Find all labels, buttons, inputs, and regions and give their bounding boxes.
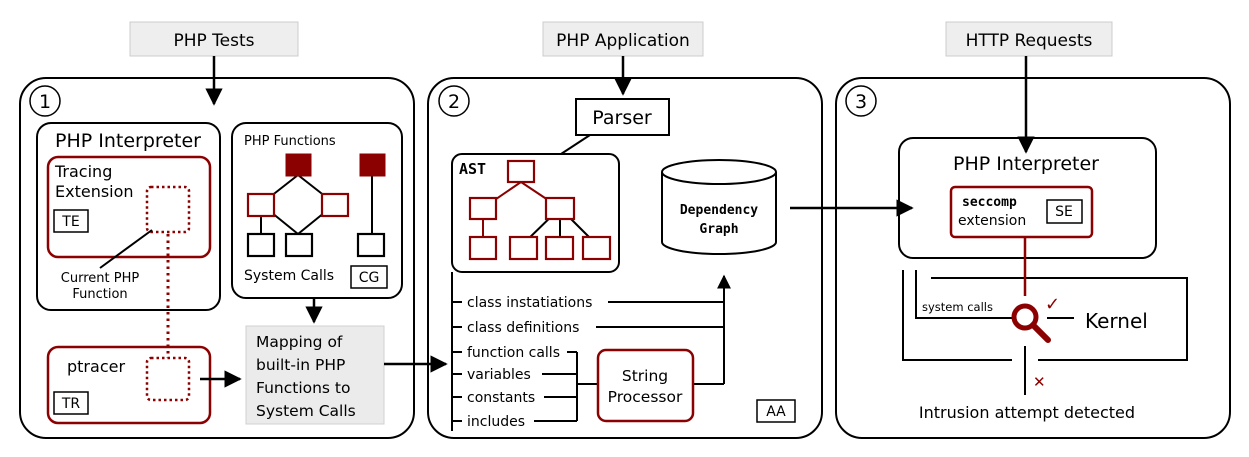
check-icon: ✓ [1045,294,1060,315]
ast-node [581,235,612,261]
string-processor-box [596,348,695,423]
dependency-graph-label-line1: Dependency [680,203,758,218]
input-php-tests-label: PHP Tests [173,31,254,51]
php-functions-title: PHP Functions [244,134,336,149]
current-function-slot [145,185,191,234]
ast-node [508,235,539,261]
php-interpreter-box-1 [36,122,221,311]
mapping-line: Mapping of [256,333,343,351]
ast-node [544,235,575,261]
cross-icon: ✕ [1033,373,1046,391]
string-processor-line2: Processor [608,388,683,406]
ast-node [506,159,536,184]
current-function-pointer [99,229,153,269]
mapping-box: Mapping of built-in PHP Functions to Sys… [245,325,385,425]
ast-node [468,235,498,261]
cg-tag-box [350,265,388,289]
tracing-label-line2: Extension [55,182,134,201]
mapping-line: Functions to [256,379,351,397]
parser-to-ast-line [560,134,591,155]
mapping-line: built-in PHP [256,356,345,374]
dependency-graph-cylinder: Dependency Graph [661,159,777,255]
parser-box [575,98,670,136]
call-graph-syscall-node [246,232,276,258]
string-processor-line1: String [622,367,668,385]
ptracer-box [46,345,212,425]
ast-node [544,196,576,221]
kernel-boundary-bottom [902,270,1012,361]
panel-3-number: 3 [855,91,867,113]
input-php-application-label: PHP Application [556,31,690,51]
php-interpreter-title-1: PHP Interpreter [55,130,201,152]
seccomp-label: seccomp [962,195,1017,210]
current-function-line1: Current PHP [61,271,140,286]
ast-item: function calls [467,345,560,361]
cg-tag: CG [359,270,380,286]
se-tag-box [1046,199,1083,224]
tracing-extension-box [46,155,212,259]
dependency-graph-label-line2: Graph [699,222,738,237]
ast-box [451,153,620,273]
panel-1-number-circle [29,85,61,117]
ast-item: constants [467,390,535,406]
php-interpreter-title-3: PHP Interpreter [953,153,1099,175]
call-graph-syscall-node [356,232,386,258]
call-graph-root-node [285,153,312,177]
call-graph-root-node [359,153,386,177]
php-functions-box [231,122,403,299]
panel-2-number: 2 [448,91,460,113]
te-tag-box [53,209,89,233]
panel-3 [835,77,1231,439]
parser-label: Parser [592,107,652,129]
panel-3-number-circle [845,85,877,117]
intrusion-detected-label: Intrusion attempt detected [919,403,1135,422]
input-php-application: PHP Application [542,21,704,57]
te-tag: TE [61,214,79,230]
tracing-label-line1: Tracing [54,162,112,181]
ast-item: variables [467,367,531,383]
se-tag: SE [1055,204,1073,220]
php-interpreter-box-3 [898,137,1157,259]
panel-1 [19,77,415,439]
panel-2-number-circle [438,85,470,117]
input-http-requests: HTTP Requests [945,21,1113,57]
ast-tree [468,159,612,261]
mapping-line: System Calls [256,402,356,420]
system-calls-label-1: System Calls [244,268,334,284]
extension-label: extension [958,213,1026,229]
ptracer-slot [145,356,191,402]
ast-item: includes [467,414,525,430]
panel-1-number: 1 [39,91,51,113]
call-graph-syscall-node [284,232,314,258]
ast-label: AST [459,160,486,178]
system-calls-label-3: system calls [922,300,993,314]
current-function-line2: Function [72,287,127,302]
ptracer-label: ptracer [67,357,125,376]
tr-tag: TR [61,396,81,412]
ast-node [468,196,498,221]
input-http-requests-label: HTTP Requests [966,31,1093,51]
call-graph-function-node [246,192,276,218]
magnifier-icon [1011,303,1051,343]
tr-tag-box [53,391,89,415]
call-graph [246,153,386,258]
aa-tag: AA [766,404,786,420]
call-graph-function-node [320,192,350,218]
ast-item: class instatiations [467,295,592,311]
ast-item: class definitions [467,320,579,336]
panel-2 [427,77,823,439]
syscall-path [915,270,1016,319]
kernel-boundary-top [931,277,1188,361]
aa-tag-box [756,399,796,423]
input-php-tests: PHP Tests [129,21,299,57]
kernel-label: Kernel [1085,309,1148,333]
